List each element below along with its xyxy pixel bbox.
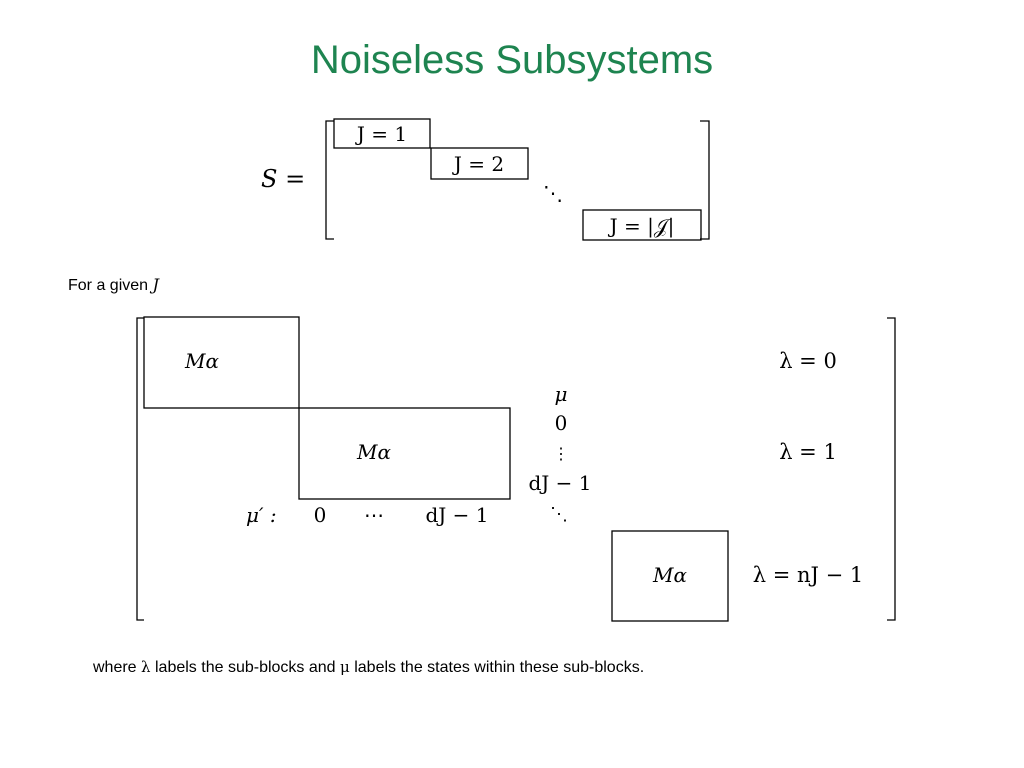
m-alpha-label-3: Mα (652, 563, 687, 587)
m-alpha-label-2: Mα (356, 440, 391, 464)
mu-prime-end: dJ − 1 (425, 503, 488, 527)
lambda-symbol: λ (141, 658, 151, 676)
mu-prime-label: μ′ : (246, 503, 277, 527)
lambda-label-0: λ = 0 (779, 349, 837, 373)
footnote-part1: where (93, 659, 137, 676)
given-text: For a given (68, 277, 149, 294)
mu-value-end: dJ − 1 (528, 471, 591, 495)
j-matrix-ellipsis: ⋱ (550, 504, 568, 525)
lambda-label-last: λ = nJ − 1 (753, 563, 864, 587)
mu-symbol: μ (555, 382, 568, 406)
footnote-part3: labels the states within these sub-block… (354, 659, 645, 676)
s-block-3-box (582, 209, 702, 241)
s-matrix-left-bracket (325, 120, 334, 240)
s-matrix-right-bracket (700, 120, 710, 240)
s-block-3-label: J = |𝒥| (608, 214, 675, 239)
footnote-part2: labels the sub-blocks and (155, 659, 336, 676)
m-alpha-label-1: Mα (184, 349, 219, 373)
lambda-label-1: λ = 1 (779, 440, 837, 464)
j-matrix-left-bracket (136, 317, 144, 621)
s-block-1-label: J = 1 (355, 122, 407, 146)
s-block-2-label: J = 2 (452, 152, 504, 176)
s-block-1-box (333, 118, 431, 149)
mu-value-start: 0 (555, 411, 568, 435)
mu-symbol-inline: μ (340, 658, 350, 676)
s-matrix-ellipsis: ⋱ (543, 181, 563, 205)
j-matrix-right-bracket (887, 317, 896, 621)
given-variable: J (152, 275, 159, 294)
mu-prime-start: 0 (314, 503, 327, 527)
mu-vertical-ellipsis: ⋮ (553, 444, 569, 463)
m-alpha-block-1 (143, 316, 300, 409)
s-matrix-lhs: S = (261, 165, 305, 193)
slide-title: Noiseless Subsystems (310, 38, 714, 82)
s-block-2-box (430, 147, 529, 180)
footnote: where λ labels the sub-blocks and μ labe… (93, 658, 644, 677)
m-alpha-block-3 (611, 530, 729, 622)
m-alpha-block-2 (298, 407, 511, 500)
given-caption: For a given J (68, 275, 159, 295)
mu-prime-ellipsis: ⋯ (364, 503, 384, 527)
